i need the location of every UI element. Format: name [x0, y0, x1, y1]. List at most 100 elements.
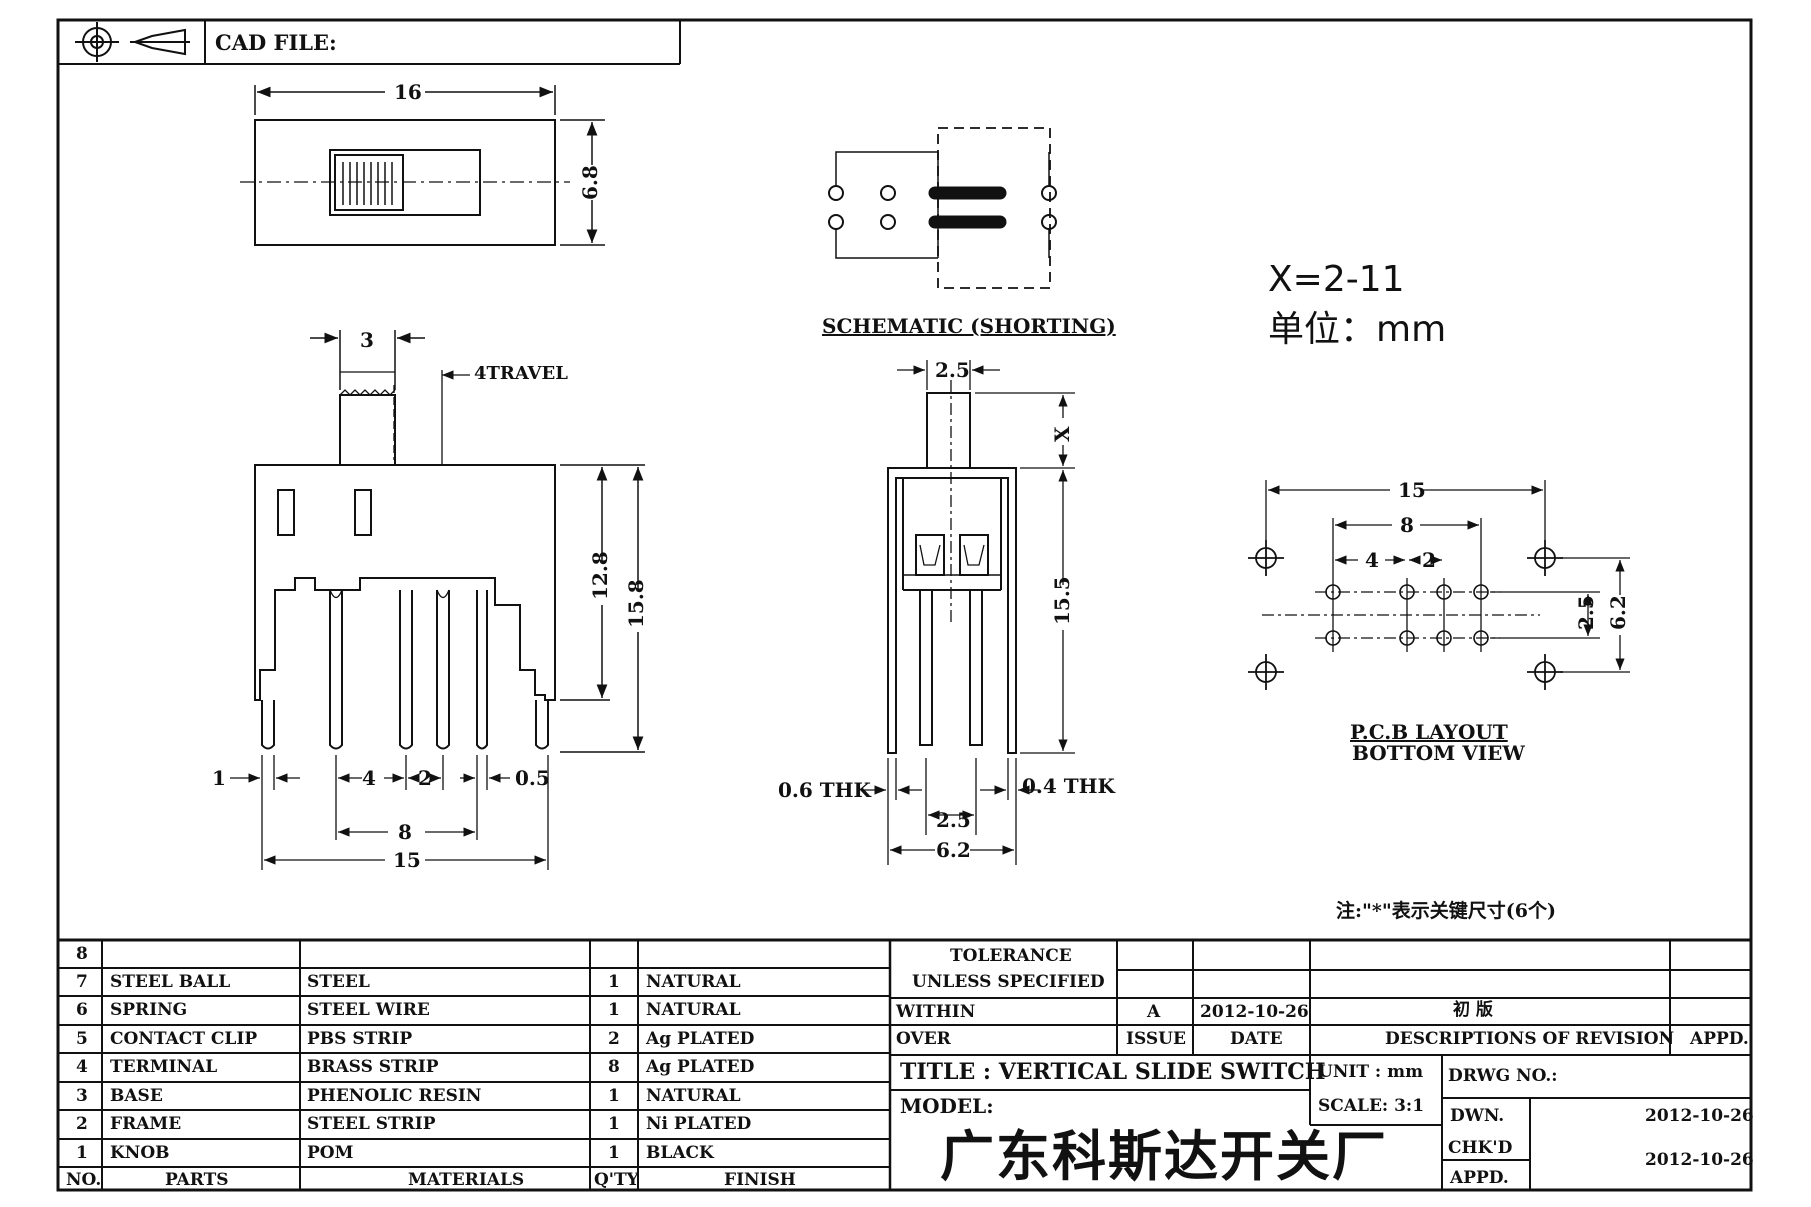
pcb-caption-1: P.C.B LAYOUT	[1350, 720, 1508, 744]
dim-side-height: 15.5	[1050, 576, 1074, 625]
dim-pin-pitch-b: 2	[418, 766, 432, 790]
dim-pin-spacing: 2.5	[936, 808, 971, 832]
row-part: BASE	[110, 1086, 163, 1106]
top-view	[240, 85, 605, 246]
tolerance-label: TOLERANCE	[950, 946, 1072, 966]
parts-table-grid	[58, 938, 1751, 1190]
model-label: MODEL:	[900, 1094, 994, 1118]
revision-description: 初 版	[1453, 1000, 1493, 1020]
dim-pcb-pitch-a: 4	[1365, 548, 1379, 572]
row-no: 7	[76, 972, 88, 992]
unit-label: UNIT : mm	[1318, 1062, 1424, 1082]
schematic-caption: SCHEMATIC (SHORTING)	[822, 314, 1116, 338]
row-material: STEEL STRIP	[307, 1114, 436, 1134]
dim-total-height: 15.8	[624, 579, 648, 628]
row-material: STEEL	[307, 972, 370, 992]
row-finish: BLACK	[646, 1143, 714, 1163]
row-material: PBS STRIP	[307, 1029, 413, 1049]
appd-label: APPD.	[1450, 1168, 1509, 1188]
dim-side-x: X	[1050, 426, 1074, 442]
dwn-date: 2012-10-26	[1645, 1106, 1754, 1126]
pcb-caption-2: BOTTOM VIEW	[1352, 741, 1525, 765]
row-part: STEEL BALL	[110, 972, 231, 992]
row-qty: 8	[608, 1057, 620, 1077]
row-qty: 1	[608, 1086, 620, 1106]
drawing-title: TITLE : VERTICAL SLIDE SWITCH	[900, 1059, 1326, 1085]
header-finish: FINISH	[724, 1170, 796, 1190]
row-material: PHENOLIC RESIN	[307, 1086, 482, 1106]
over-label: OVER	[896, 1029, 951, 1049]
row-finish: NATURAL	[646, 972, 741, 992]
dim-right-thk: 0.4 THK	[1022, 774, 1115, 798]
front-view	[230, 330, 645, 870]
schematic	[828, 127, 1057, 289]
row-part: CONTACT CLIP	[110, 1029, 258, 1049]
side-view	[862, 360, 1075, 865]
header-parts: PARTS	[165, 1170, 229, 1190]
dim-body-height: 12.8	[588, 551, 612, 600]
row-part: KNOB	[110, 1143, 170, 1163]
dim-pcb-mount: 6.2	[1606, 595, 1630, 630]
row-no: 4	[76, 1057, 88, 1077]
row-no: 6	[76, 1000, 88, 1020]
row-finish: Ag PLATED	[646, 1057, 755, 1077]
issue-label: ISSUE	[1126, 1029, 1186, 1049]
header-no: NO.	[66, 1170, 102, 1190]
dim-top-height: 6.8	[578, 165, 602, 200]
dim-body-width: 15	[393, 848, 421, 872]
row-finish: Ag PLATED	[646, 1029, 755, 1049]
date-label: DATE	[1230, 1029, 1283, 1049]
issue-date: 2012-10-26	[1200, 1002, 1309, 1022]
dwn-label: DWN.	[1450, 1106, 1505, 1126]
issue-value: A	[1147, 1002, 1161, 1022]
chkd-date: 2012-10-26	[1645, 1150, 1754, 1170]
row-no: 3	[76, 1086, 88, 1106]
dim-knob-width: 3	[360, 328, 374, 352]
header-materials: MATERIALS	[408, 1170, 525, 1190]
dim-pin-pitch-a: 4	[362, 766, 376, 790]
dim-pcb-inner: 8	[1400, 513, 1414, 537]
title-block-grid	[890, 940, 1751, 1190]
dim-pin-width: 0.5	[515, 766, 550, 790]
dim-side-width: 6.2	[936, 838, 971, 862]
chkd-label: CHK'D	[1448, 1138, 1513, 1158]
row-qty: 1	[608, 1000, 620, 1020]
dim-pcb-row: 2.5	[1574, 595, 1598, 630]
row-finish: NATURAL	[646, 1000, 741, 1020]
row-no: 8	[76, 944, 88, 964]
row-qty: 1	[608, 972, 620, 992]
header-qty: Q'TY	[594, 1170, 639, 1190]
row-qty: 1	[608, 1143, 620, 1163]
dim-left-thk: 0.6 THK	[778, 778, 871, 802]
row-no: 1	[76, 1143, 88, 1163]
sheet-border	[56, 18, 1753, 1192]
dim-top-width: 16	[394, 80, 422, 104]
cad-file-label: CAD FILE:	[215, 30, 337, 55]
row-no: 5	[76, 1029, 88, 1049]
row-qty: 2	[608, 1029, 620, 1049]
dim-side-knob: 2.5	[935, 358, 970, 382]
descriptions-label: DESCRIPTIONS OF REVISION	[1385, 1029, 1675, 1049]
row-no: 2	[76, 1114, 88, 1134]
within-label: WITHIN	[896, 1002, 976, 1022]
appd-header-label: APPD.	[1690, 1029, 1749, 1049]
dim-pcb-outer: 15	[1398, 478, 1426, 502]
company-name: 广东科斯达开关厂	[940, 1125, 1388, 1188]
row-material: STEEL WIRE	[307, 1000, 430, 1020]
header-box	[58, 20, 681, 65]
row-finish: NATURAL	[646, 1086, 741, 1106]
footnote: 注:"*"表示关键尺寸(6个)	[1336, 900, 1556, 922]
unless-specified-label: UNLESS SPECIFIED	[912, 972, 1105, 992]
row-material: POM	[307, 1143, 354, 1163]
dim-pin-span: 8	[398, 820, 412, 844]
dim-pcb-pitch-b: 2	[1422, 548, 1436, 572]
dim-pin-left: 1	[212, 766, 226, 790]
row-finish: Ni PLATED	[646, 1114, 752, 1134]
drawing-number-label: DRWG NO.:	[1448, 1066, 1558, 1086]
x-value-note: X=2-11	[1268, 259, 1405, 300]
row-qty: 1	[608, 1114, 620, 1134]
row-material: BRASS STRIP	[307, 1057, 439, 1077]
pcb-layout	[1248, 480, 1630, 690]
